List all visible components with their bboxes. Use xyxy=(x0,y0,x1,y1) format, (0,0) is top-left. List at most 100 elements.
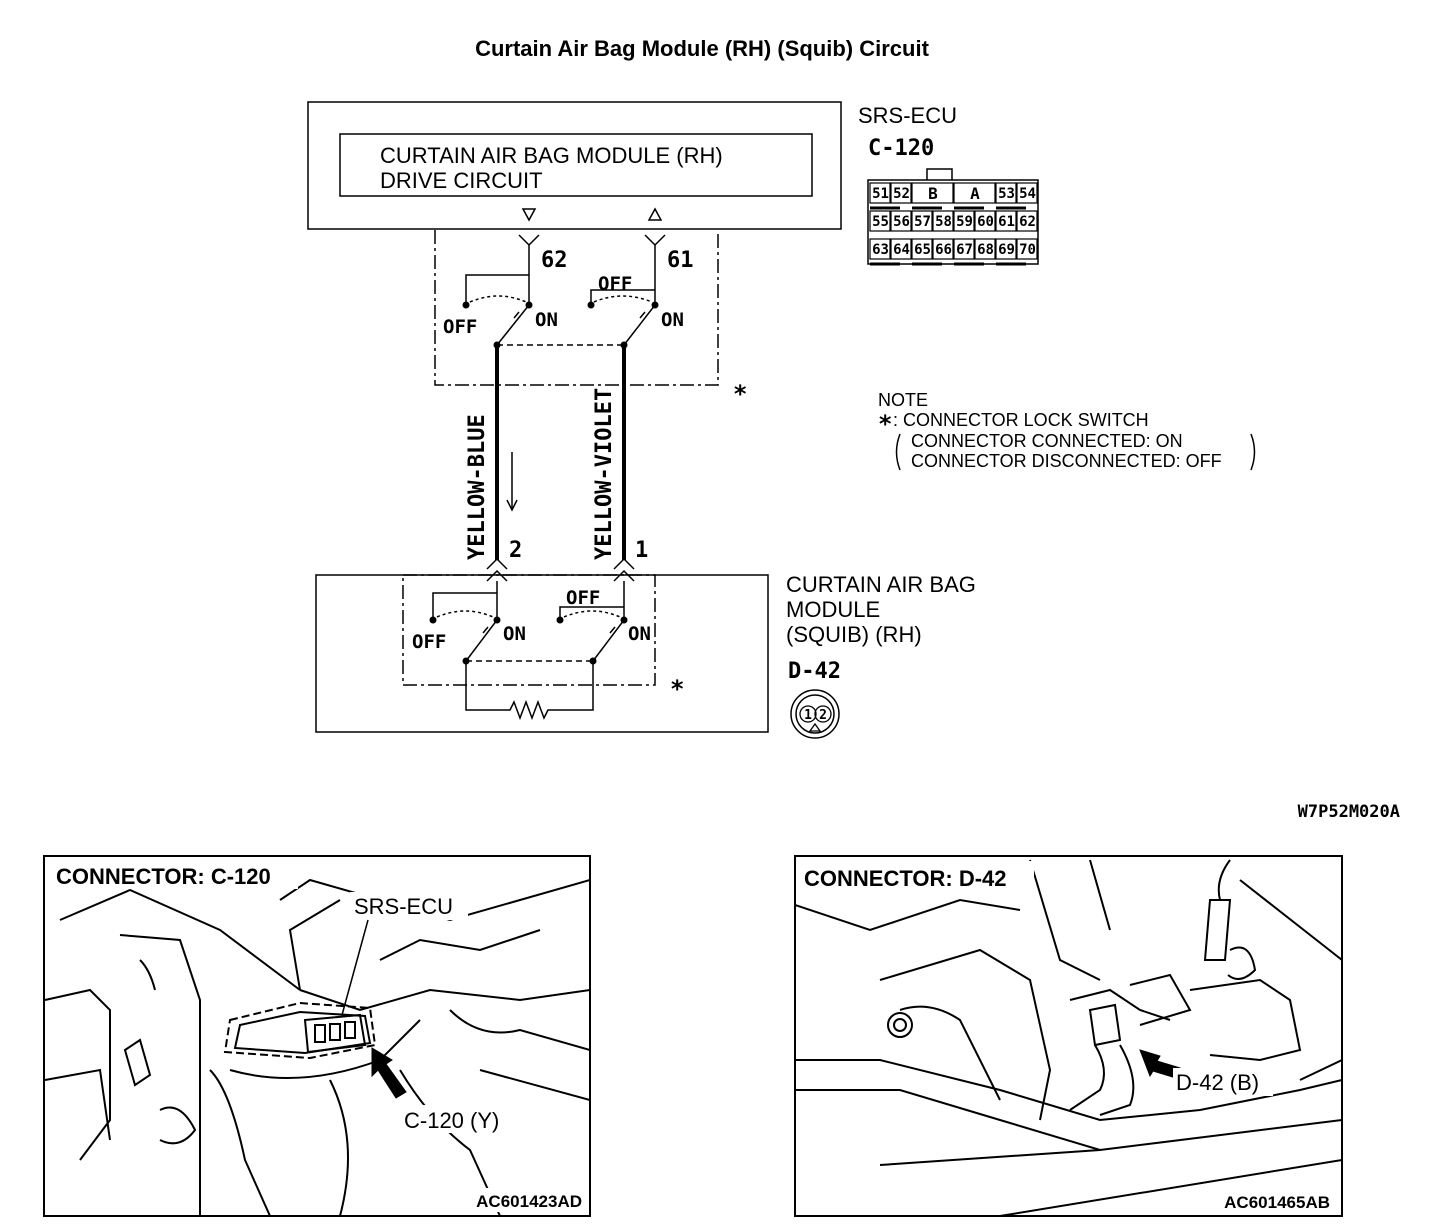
note-line2: CONNECTOR CONNECTED: ON xyxy=(911,431,1183,451)
c120-pin-cell xyxy=(869,210,891,232)
photo-c120-panel: CONNECTOR: C-120 SRS-ECU C-120 (Y) AC601… xyxy=(43,855,591,1217)
ecu-connector-id: C-120 xyxy=(868,136,934,161)
module-right-on-label: ON xyxy=(628,623,651,645)
module-name-line2: MODULE xyxy=(786,597,880,622)
photo-c120-code: AC601423AD xyxy=(476,1192,582,1211)
c120-pin-cell xyxy=(995,210,1017,232)
c120-pin-70: 70 xyxy=(1019,242,1036,258)
note-line3: CONNECTOR DISCONNECTED: OFF xyxy=(911,451,1222,471)
callout-srs-ecu: SRS-ECU xyxy=(354,894,453,919)
c120-pin-cell xyxy=(911,210,933,232)
c120-pin-cell xyxy=(953,238,975,260)
module-terminal-chevrons xyxy=(486,557,635,582)
airbag-module-outline xyxy=(315,574,769,733)
module-switch-contacts xyxy=(429,616,628,665)
c120-pin-cell xyxy=(995,182,1017,204)
module-right-off-label: OFF xyxy=(566,587,600,609)
photo-d42-frame xyxy=(794,855,1343,1217)
photo-d42-panel: CONNECTOR: D-42 D-42 (B) AC601465AB xyxy=(794,855,1343,1217)
callout-srs-ecu-bg xyxy=(350,892,468,920)
photo-c120-code-bg xyxy=(462,1188,586,1212)
c120-pin-cell xyxy=(974,238,996,260)
note-heading: NOTE xyxy=(878,390,928,410)
c120-pin-63: 63 xyxy=(872,242,889,258)
d42-connector-face-icon xyxy=(790,689,840,739)
callout-c120-bg xyxy=(400,1105,516,1133)
drive-circuit-outline xyxy=(339,133,813,197)
terminal-62-chevron-icon xyxy=(518,234,540,247)
ecu-lock-switch-mark: * xyxy=(733,380,747,408)
terminal-61-label: 61 xyxy=(667,248,694,273)
c120-pin-cell xyxy=(1016,182,1038,204)
ecu-switch-wiring xyxy=(465,245,656,346)
photo-c120-heading-bg xyxy=(50,861,298,889)
c120-pin-cell xyxy=(995,238,1017,260)
d42-pin-2: 2 xyxy=(819,708,827,723)
c120-pin-cell xyxy=(869,182,891,204)
ecu-left-off-label: OFF xyxy=(443,316,477,338)
c120-pin-cell xyxy=(974,210,996,232)
c120-pin-51: 51 xyxy=(872,186,889,202)
module-lock-switch-mark: * xyxy=(670,675,684,703)
c120-pin-55: 55 xyxy=(872,214,889,230)
c120-vehicle-sketch xyxy=(44,878,590,1216)
photo-d42-code: AC601465AB xyxy=(1224,1193,1330,1212)
note-right-paren xyxy=(1250,433,1256,471)
down-triangle-icon xyxy=(521,208,537,222)
callout-srs-ecu-leader xyxy=(341,919,369,1016)
module-connector-id: D-42 xyxy=(788,659,841,684)
c120-outline xyxy=(867,179,1039,265)
c120-pin-62: 62 xyxy=(1019,214,1036,230)
module-lock-switch-boundary xyxy=(402,574,656,686)
c120-pin-60: 60 xyxy=(977,214,994,230)
diagram-title: Curtain Air Bag Module (RH) (Squib) Circ… xyxy=(475,36,929,61)
note-line1: : CONNECTOR LOCK SWITCH xyxy=(893,410,1149,430)
callout-d42: D-42 (B) xyxy=(1176,1070,1259,1095)
c120-pin-cell xyxy=(911,238,933,260)
c120-pin-58: 58 xyxy=(935,214,952,230)
ecu-outline xyxy=(307,101,842,230)
module-left-on-label: ON xyxy=(503,623,526,645)
c120-pin-cell xyxy=(1016,238,1038,260)
c120-pin-cell xyxy=(890,210,912,232)
c120-pin-59: 59 xyxy=(956,214,973,230)
c120-pin-cell xyxy=(869,238,891,260)
callout-d42-bg xyxy=(1173,1068,1273,1096)
c120-pin-54: 54 xyxy=(1019,186,1036,202)
drive-circuit-label-line1: CURTAIN AIR BAG MODULE (RH) xyxy=(380,143,723,168)
ecu-right-off-label: OFF xyxy=(598,273,632,295)
c120-pin-cell xyxy=(890,238,912,260)
squib-resistor-icon xyxy=(465,661,594,721)
c120-pin-cell xyxy=(890,182,912,204)
c120-pin-68: 68 xyxy=(977,242,994,258)
harness-wires xyxy=(495,345,626,560)
callout-c120: C-120 (Y) xyxy=(404,1108,499,1133)
module-left-off-label: OFF xyxy=(412,631,446,653)
ecu-right-on-label: ON xyxy=(661,309,684,331)
note-mark: * xyxy=(878,410,892,438)
srs-ecu-box xyxy=(307,101,842,230)
c120-pin-69: 69 xyxy=(998,242,1015,258)
ecu-lock-switch-boundary xyxy=(434,230,719,386)
d42-pin-1: 1 xyxy=(804,708,812,723)
wire-label-yellow-blue: YELLOW-BLUE xyxy=(465,414,490,560)
c120-pointer-arrow-icon xyxy=(371,1047,407,1099)
diagram-code: W7P52M020A xyxy=(1298,802,1400,822)
wire-label-yellow-violet: YELLOW-VIOLET xyxy=(592,388,617,560)
c120-pin-66: 66 xyxy=(935,242,952,258)
drive-circuit-label-line2: DRIVE CIRCUIT xyxy=(380,168,543,193)
d42-vehicle-sketch xyxy=(795,859,1342,1216)
terminal-62-label: 62 xyxy=(541,248,568,273)
c120-pin-cell-b xyxy=(911,182,954,204)
photo-d42-heading-bg xyxy=(800,861,1034,889)
c120-pin-cell xyxy=(1016,210,1038,232)
c120-pin-61: 61 xyxy=(998,214,1015,230)
photo-c120-frame xyxy=(43,855,591,1217)
c120-pin-52: 52 xyxy=(893,186,910,202)
c120-pin-67: 67 xyxy=(956,242,973,258)
c120-pin-56: 56 xyxy=(893,214,910,230)
c120-pin-65: 65 xyxy=(914,242,931,258)
ecu-switch-contacts xyxy=(462,301,659,349)
